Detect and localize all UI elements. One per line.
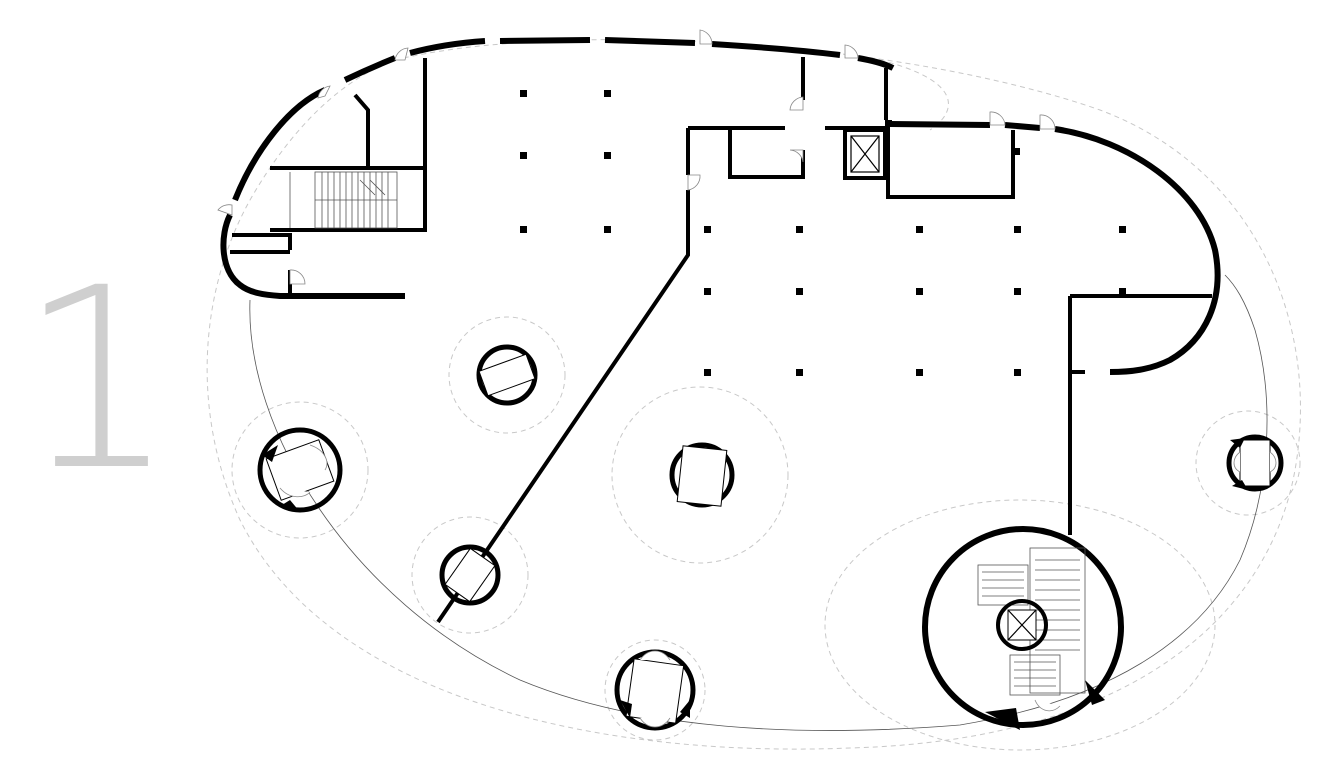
main-building-outline <box>220 37 1221 375</box>
pod-5 <box>614 649 696 731</box>
outer-dashed-boundary <box>206 39 1301 751</box>
door-swings <box>217 29 1056 285</box>
interior-walls <box>230 57 1212 624</box>
pod-1 <box>476 344 538 406</box>
structural-columns <box>520 90 1126 376</box>
pod-2 <box>669 442 735 508</box>
stair-tower <box>922 526 1124 730</box>
floor-number-label: 1 <box>18 234 177 525</box>
pod-4 <box>439 544 501 606</box>
staircase-upper-left <box>289 171 398 229</box>
pod-6 <box>1226 434 1284 492</box>
inner-boundary-line <box>249 274 1268 731</box>
pod-3 <box>257 427 343 513</box>
elevator-shaft <box>843 128 887 180</box>
